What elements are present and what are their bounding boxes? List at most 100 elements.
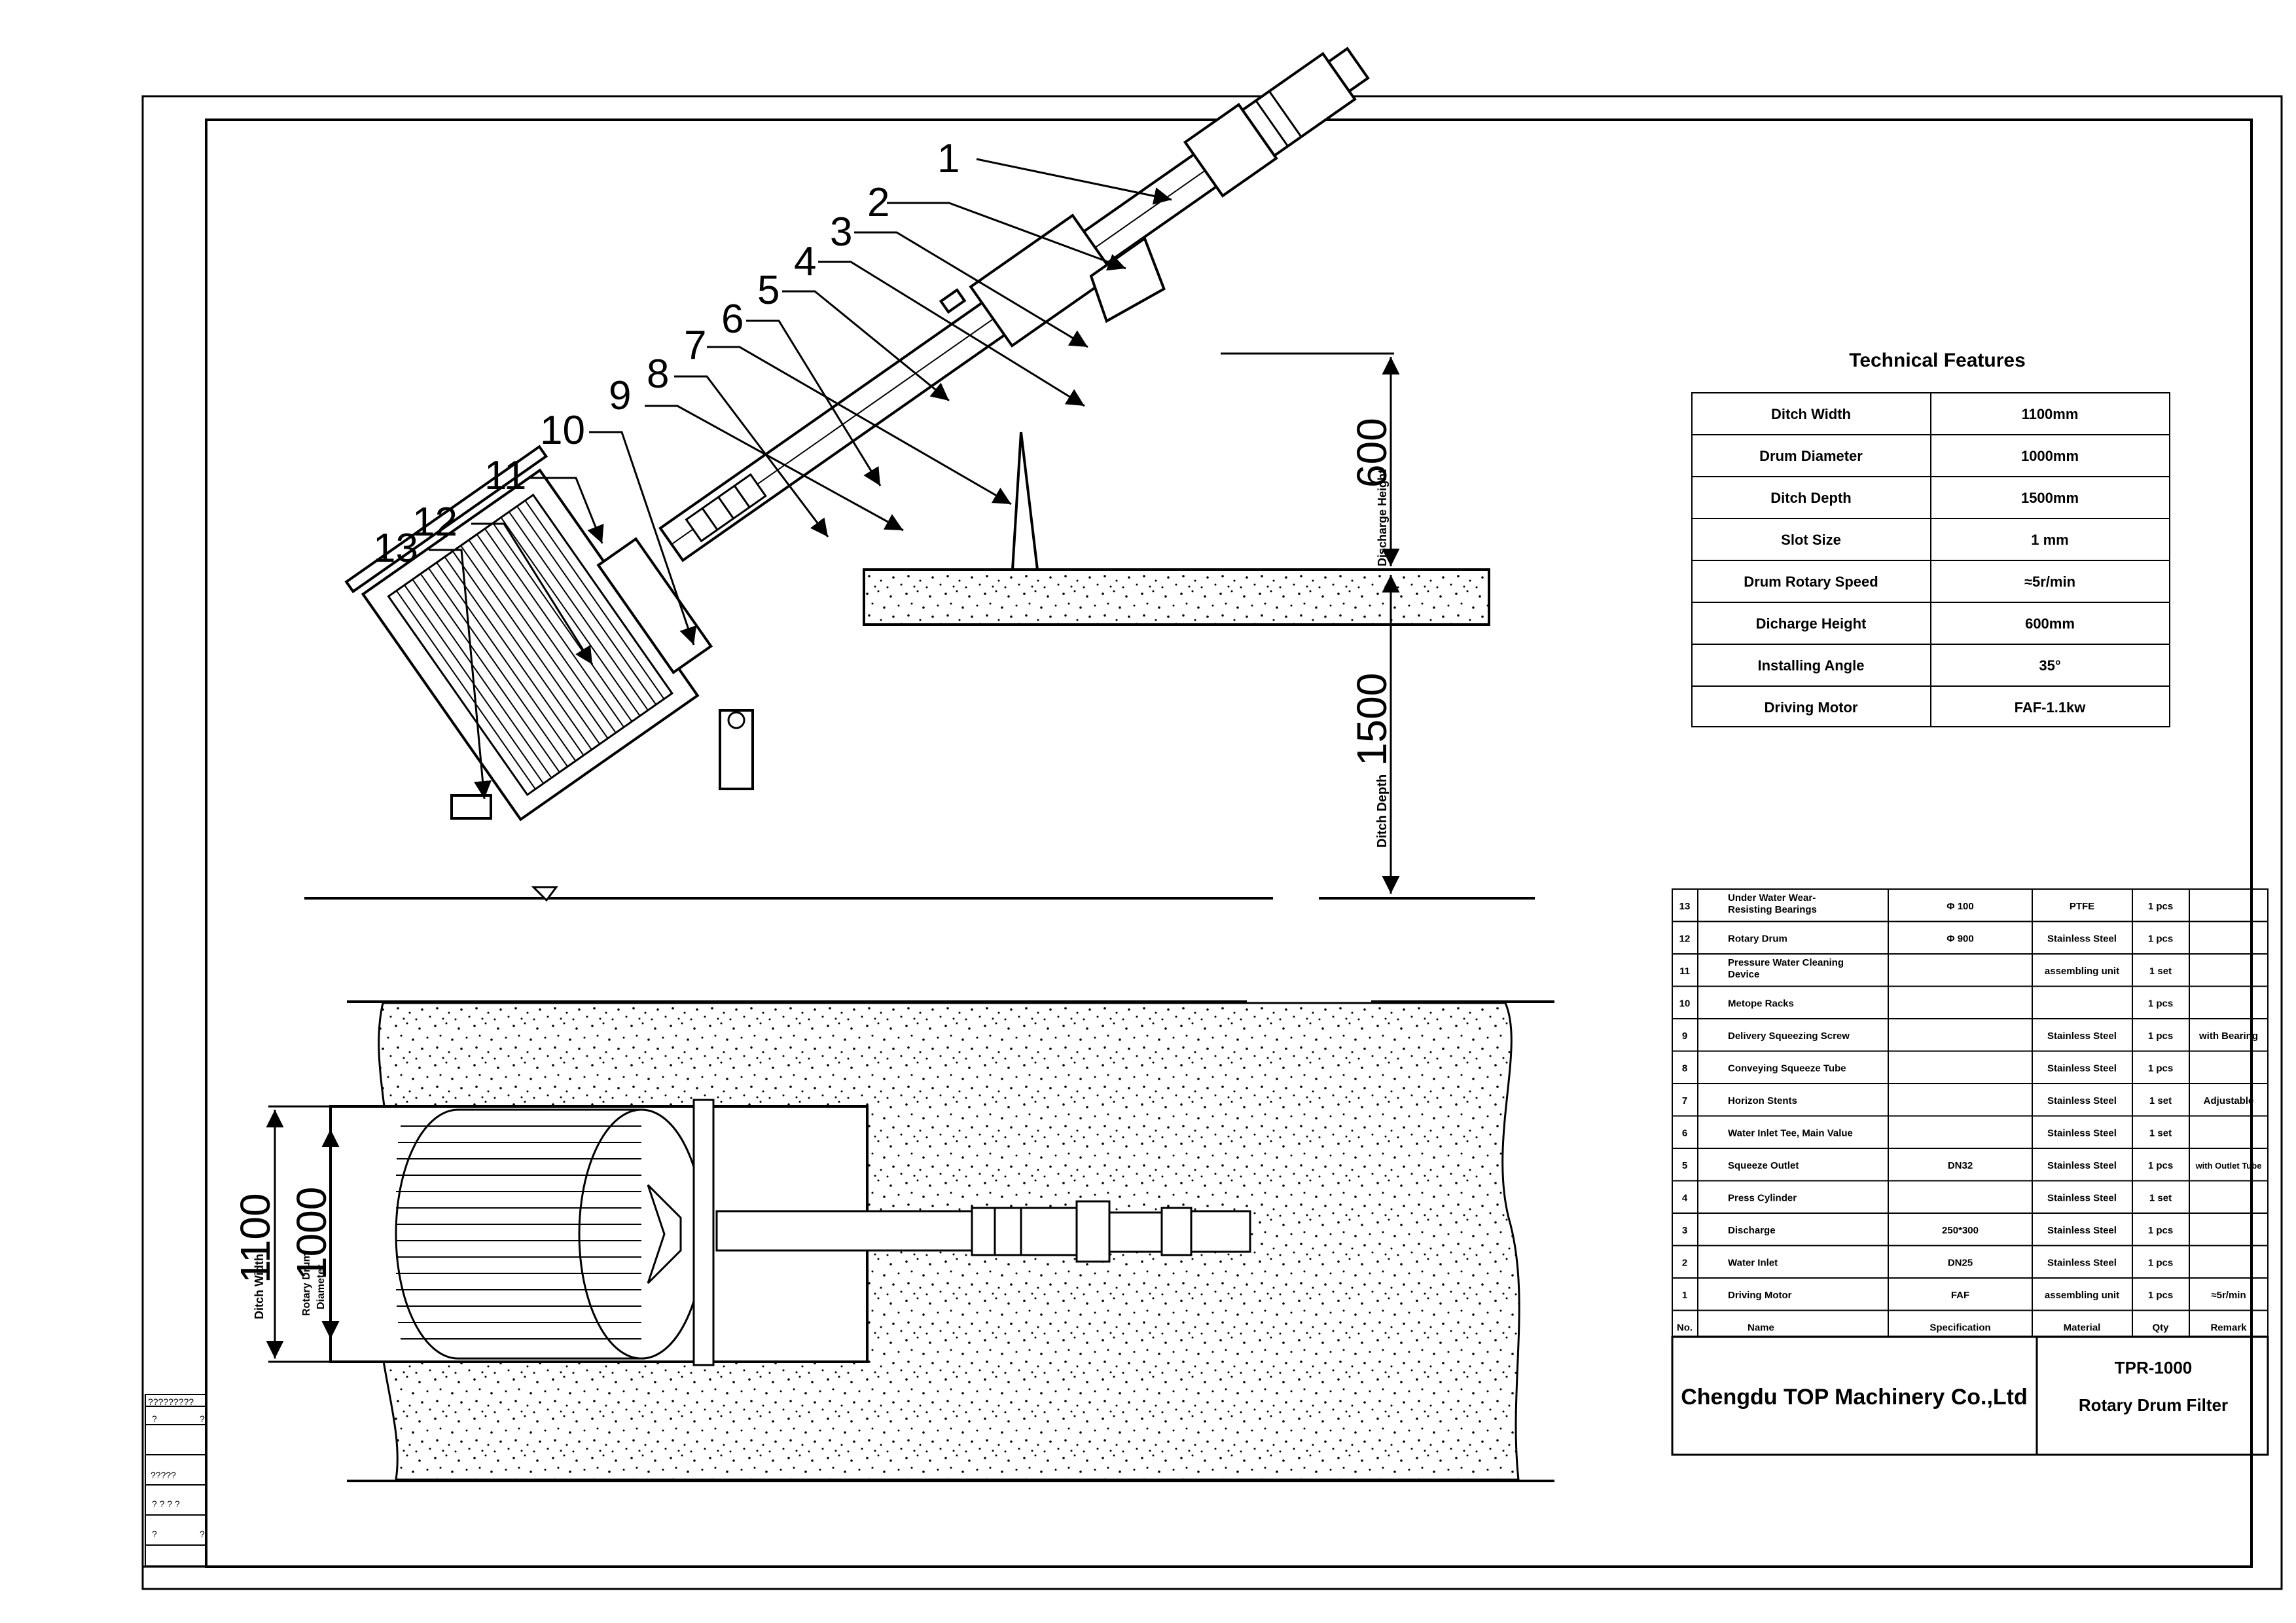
part-spec: Φ 900 [1946,933,1974,944]
part-name: Name [1748,1322,1774,1333]
feature-value: 1000mm [2021,448,2079,464]
part-name: Resisting Bearings [1728,904,1817,915]
margin-text-6: ? [152,1529,157,1539]
feature-value: FAF-1.1kw [2015,699,2087,716]
part-qty: 1 set [2149,1095,2172,1106]
callout-12: 12 [412,500,457,545]
feature-value: 1 mm [2031,532,2068,548]
part-qty: 1 pcs [2148,933,2173,944]
margin-text-2: ? [152,1413,157,1424]
drum-diameter-label-2: Diameter [315,1265,327,1309]
margin-text-5: ? ? ? ? [152,1499,180,1509]
drum-foot [531,886,558,902]
company-name: Chengdu TOP Machinery Co.,Ltd [1681,1385,2028,1410]
callout-5: 5 [757,268,780,313]
part-spec: 250*300 [1942,1225,1979,1236]
part-no: 11 [1679,966,1690,977]
drum-diameter-value: 1000 [288,1187,335,1280]
part-material: Stainless Steel [2047,1225,2117,1236]
part-qty: 1 set [2149,1192,2172,1203]
plan-rotary-drum [395,1108,705,1360]
part-name: Press Cylinder [1728,1192,1797,1203]
discharge-height-value: 600 [1348,418,1395,488]
part-spec: Specification [1929,1322,1990,1333]
drum-diameter-label-1: Rotary Drum [301,1252,312,1316]
feature-label: Ditch Width [1771,406,1851,422]
title-block: Chengdu TOP Machinery Co.,Ltd TPR-1000 R… [1671,1336,2269,1456]
feature-value: 600mm [2025,615,2075,632]
part-name: Discharge [1728,1225,1776,1236]
part-spec: Φ 100 [1946,901,1974,912]
callout-6: 6 [721,297,744,342]
part-material: Stainless Steel [2047,1192,2117,1203]
ditch-depth-label: Ditch Depth [1375,775,1390,848]
part-remark: Adjustable [2204,1095,2254,1106]
part-name: Rotary Drum [1728,933,1787,944]
part-no: 10 [1679,998,1691,1009]
part-no: 4 [1682,1192,1688,1203]
margin-block: ????????? ? ? ????? ? ? ? ? ? ? [145,1394,207,1567]
feature-value: 1100mm [2022,406,2079,422]
part-no: 2 [1682,1257,1687,1268]
part-qty: 1 pcs [2148,1030,2173,1042]
ground-slab [863,568,1490,626]
part-spec: FAF [1951,1290,1969,1301]
part-material: Stainless Steel [2047,1030,2117,1042]
feature-label: Driving Motor [1765,699,1858,716]
horizon-stent [1001,431,1050,571]
part-material: Stainless Steel [2047,933,2117,944]
part-material: Stainless Steel [2047,1127,2117,1139]
part-qty: 1 pcs [2148,1225,2173,1236]
part-remark: with Bearing [2198,1030,2258,1042]
part-remark: with Outlet Tube [2195,1161,2262,1171]
part-qty: 1 pcs [2148,901,2173,912]
part-remark: ≈5r/min [2211,1290,2246,1301]
delivery-screw [685,473,767,543]
part-no: 9 [1682,1030,1687,1042]
part-remark: Remark [2210,1322,2247,1333]
part-name: Device [1728,969,1759,980]
part-name: Under Water Wear- [1728,892,1816,903]
part-no: 1 [1682,1290,1687,1301]
margin-text-7: ? [200,1529,205,1539]
feature-label: Drum Rotary Speed [1744,574,1878,590]
product-name: Rotary Drum Filter [2079,1395,2228,1415]
part-material: Stainless Steel [2047,1160,2117,1171]
part-spec: DN25 [1948,1257,1973,1268]
rotary-drum [361,468,700,822]
callout-11: 11 [484,453,526,498]
discharge-chute [1089,236,1166,323]
margin-text-1: ????????? [148,1396,194,1407]
part-name: Squeeze Outlet [1728,1160,1799,1171]
part-no: 8 [1682,1063,1687,1074]
part-qty: 1 pcs [2148,1257,2173,1268]
model-number: TPR-1000 [2115,1358,2193,1377]
part-no: No. [1677,1322,1693,1333]
feature-value: 1500mm [2021,490,2079,506]
callout-1: 1 [937,136,960,181]
discharge-height-dimension [1221,352,1400,894]
part-qty: 1 pcs [2148,1290,2173,1301]
part-name: Pressure Water Cleaning [1728,957,1844,968]
ditch-width-label: Ditch Width [253,1254,266,1319]
part-qty: 1 pcs [2148,1063,2173,1074]
margin-text-4: ????? [151,1470,176,1480]
part-material: PTFE [2070,901,2094,912]
parts-list-table: 1 3 Under Water Wear-Resisting Bearings Φ 1… [1672,888,2269,1338]
underwater-bearing [450,794,492,820]
part-no: 5 [1682,1160,1687,1171]
feature-value: 35° [2039,657,2060,674]
pressure-water-cleaning-bar [344,445,548,594]
part-name: Driving Motor [1728,1290,1792,1301]
callout-13: 13 [373,526,418,571]
feature-label: Installing Angle [1758,657,1865,674]
plan-driving-motor [1190,1210,1251,1253]
ditch-width-value: 1100 [232,1193,279,1283]
part-spec: DN32 [1948,1160,1973,1171]
part-qty: Qty [2152,1322,2169,1333]
part-no: 3 [1682,1225,1687,1236]
part-name: Metope Racks [1728,998,1794,1009]
part-name: Horizon Stents [1728,1095,1797,1106]
